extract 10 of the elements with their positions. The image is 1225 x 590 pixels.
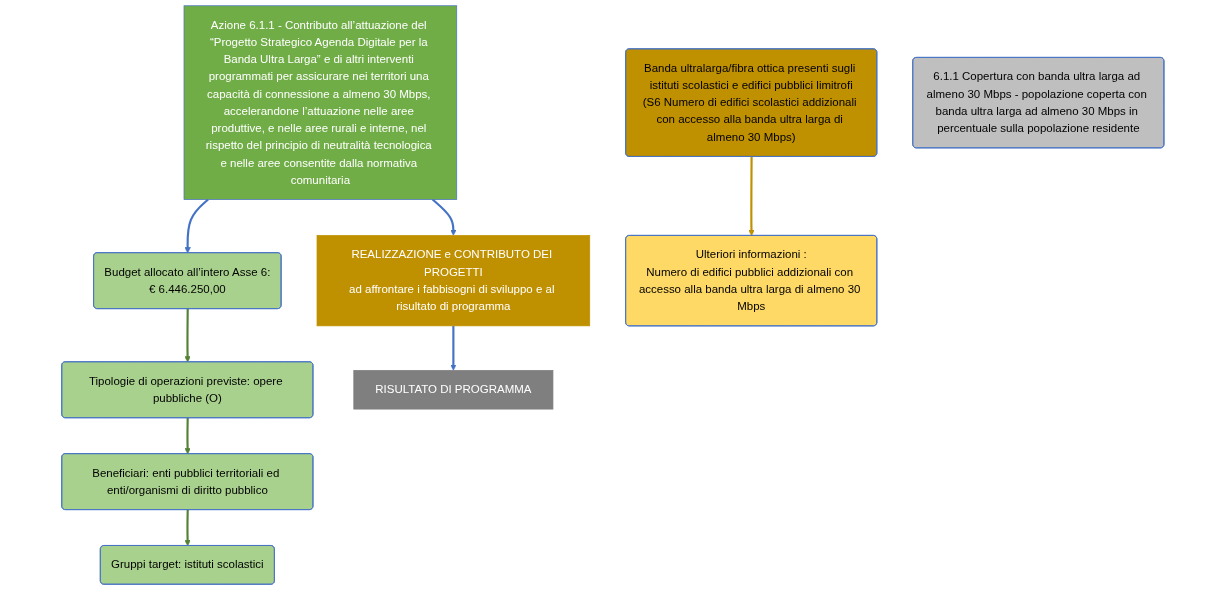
arrow	[184, 198, 209, 254]
arrow	[184, 509, 191, 547]
arrow	[431, 198, 457, 236]
arrow	[184, 418, 191, 455]
node-box: RISULTATO DI PROGRAMMA	[353, 370, 553, 410]
node-box: Azione 6.1.1 - Contributo all’attuazione del “Progetto Strategico Agenda Digitale per la Banda Ultra Larga” e di altri interventi programmati per assicurare nei territori una capacità di connessione a almeno 30 Mbps, accelerandone l’attuazione nelle aree produttive, e nelle aree rurali e interne, nel rispetto del principio di neutralità tecnologica e nelle aree consentite dalla normativa comunitaria	[183, 5, 457, 200]
arrow	[748, 156, 755, 237]
arrow	[449, 325, 457, 371]
node-box: REALIZZAZIONE e CONTRIBUTO DEI PROGETTI ad affrontare i fabbisogni di sviluppo e al risultato di programma	[316, 235, 590, 327]
arrow	[184, 308, 191, 363]
